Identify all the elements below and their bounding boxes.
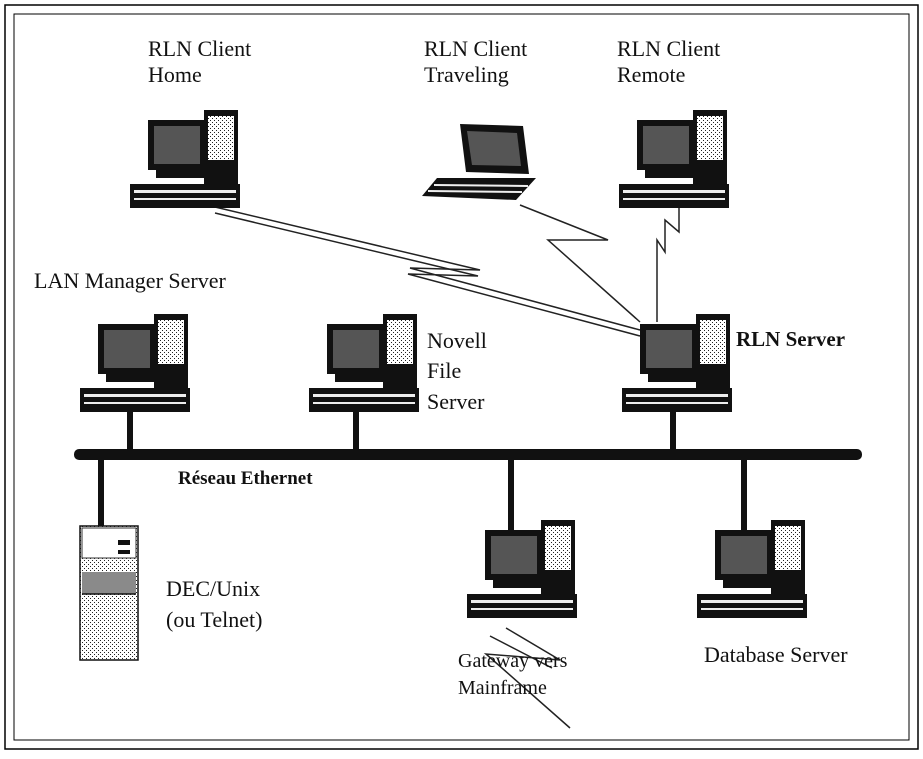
wan-link-remote	[656, 205, 680, 322]
wan-link-home	[214, 206, 641, 337]
dec-unix-tower	[79, 525, 139, 661]
lan-manager-computer	[80, 314, 190, 412]
client-remote-computer	[619, 110, 729, 208]
wan-link-traveling	[519, 204, 641, 323]
label-lan-manager: LAN Manager Server	[34, 268, 226, 293]
ethernet-bus	[74, 449, 862, 460]
database-computer	[697, 520, 807, 618]
label-rln-server: RLN Server	[736, 327, 846, 351]
label-ethernet: Réseau Ethernet	[178, 468, 313, 489]
client-traveling-laptop	[422, 124, 536, 200]
rln-server-computer	[622, 314, 732, 412]
label-database: Database Server	[704, 642, 848, 667]
novell-computer	[309, 314, 419, 412]
label-dec-unix: DEC/Unix(ou Telnet)	[166, 576, 263, 632]
gateway-computer	[467, 520, 577, 618]
client-home-computer	[130, 110, 240, 208]
gateway-link	[483, 627, 571, 729]
